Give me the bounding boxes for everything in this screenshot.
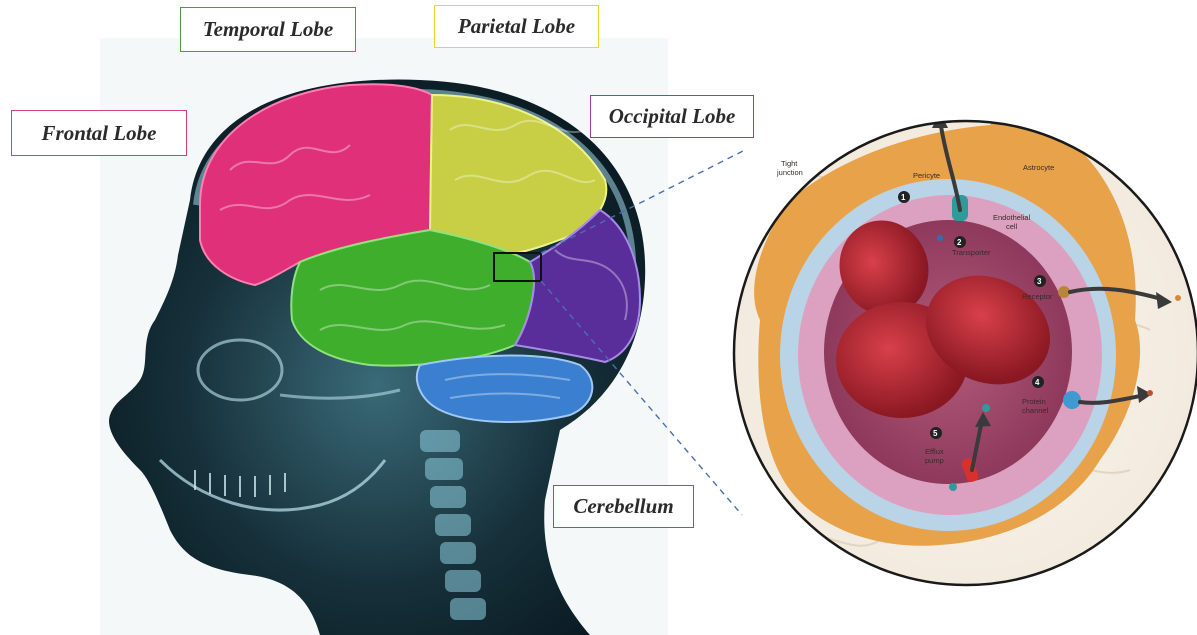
number-marker-3: 3 <box>1034 275 1046 287</box>
svg-text:2: 2 <box>957 238 962 247</box>
label-efflux: Efflux <box>925 447 944 456</box>
label-endothelial-2: cell <box>1006 222 1018 231</box>
number-marker-1: 1 <box>898 191 910 203</box>
frontal-lobe-label: Frontal Lobe <box>11 110 187 156</box>
occipital-lobe-label: Occipital Lobe <box>590 95 754 138</box>
label-endothelial: Endothelial <box>993 213 1030 222</box>
label-tight-junction: Tight <box>781 159 798 168</box>
number-marker-5: 5 <box>930 427 942 439</box>
label-transporter: Transporter <box>952 248 991 257</box>
bbb-inset: Tight junction Pericyte Astrocyte Endoth… <box>730 89 1197 595</box>
protein-channel-marker <box>1063 391 1081 409</box>
svg-text:4: 4 <box>1035 378 1040 387</box>
cerebellum-label: Cerebellum <box>553 485 694 528</box>
label-efflux-2: pump <box>925 456 944 465</box>
temporal-lobe-label: Temporal Lobe <box>180 7 356 52</box>
label-tight-junction-2: junction <box>776 168 803 177</box>
label-astrocyte: Astrocyte <box>1023 163 1054 172</box>
number-marker-2: 2 <box>954 236 966 248</box>
number-marker-4: 4 <box>1032 376 1044 388</box>
svg-text:1: 1 <box>901 193 906 202</box>
label-receptor: Receptor <box>1022 292 1053 301</box>
label-protein-2: channel <box>1022 406 1049 415</box>
svg-text:5: 5 <box>933 429 938 438</box>
svg-text:3: 3 <box>1037 277 1042 286</box>
cerebellum <box>417 356 592 422</box>
parietal-lobe-label: Parietal Lobe <box>434 5 599 48</box>
label-protein: Protein <box>1022 397 1046 406</box>
label-pericyte: Pericyte <box>913 171 940 180</box>
